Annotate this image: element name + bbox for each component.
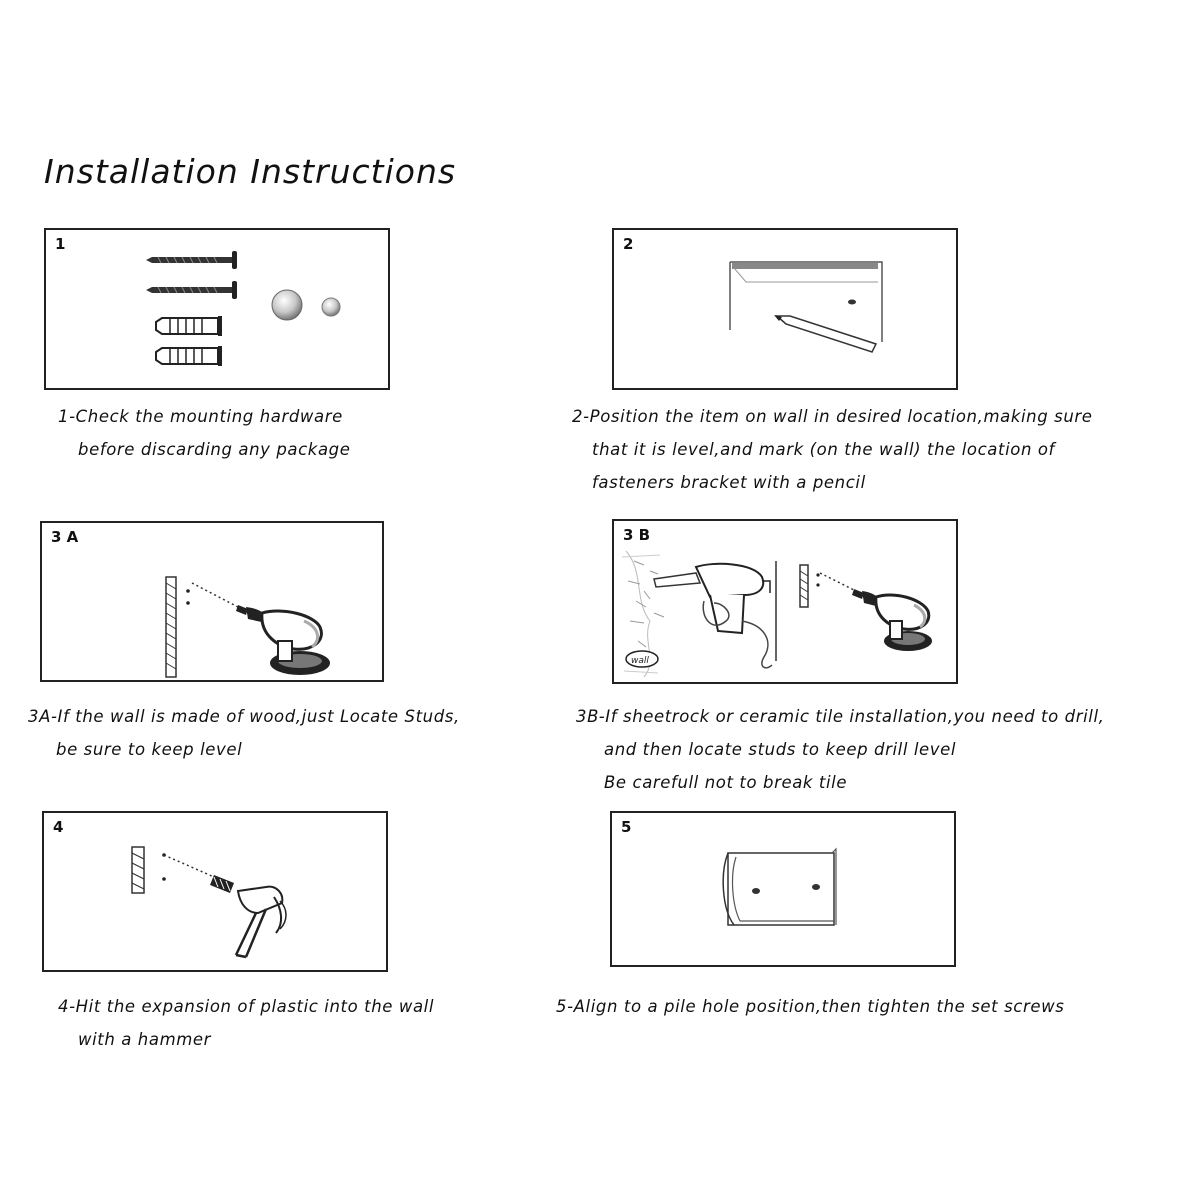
mark-position-illustration: [729, 261, 883, 353]
drill-icon: [819, 572, 932, 651]
screw-cap-icon: [271, 289, 303, 321]
caption-line: 2-Position the item on wall in desired l…: [572, 407, 1093, 426]
caption-line: 3B-If sheetrock or ceramic tile installa…: [576, 707, 1105, 726]
step-4-panel: 4: [42, 811, 388, 972]
caption-line: 4-Hit the expansion of plastic into the …: [58, 997, 435, 1016]
screw-head-icon: [812, 884, 820, 890]
step-2-number: 2: [623, 235, 634, 253]
wood-stud-icon: [131, 846, 145, 894]
wall-anchor-icon: [155, 316, 222, 336]
pencil-icon: [774, 315, 878, 353]
step-4-number: 4: [53, 818, 64, 836]
step-5-number: 5: [621, 818, 632, 836]
hardware-illustration: [146, 251, 341, 366]
screw-icon: [146, 251, 237, 269]
step-3a-number: 3 A: [51, 528, 79, 546]
caption-line: 1-Check the mounting hardware: [58, 407, 343, 426]
drill-wood-illustration: [165, 576, 330, 678]
drill-sheetrock-illustration: wall: [621, 550, 932, 678]
wall-label: wall: [631, 656, 649, 666]
step-3a-caption: 3A-If the wall is made of wood,just Loca…: [28, 700, 460, 766]
washer-icon: [321, 297, 341, 317]
wall-anchor-icon: [155, 346, 222, 366]
sheetrock-wall-icon: wall: [621, 550, 665, 678]
wood-stud-icon: [165, 576, 177, 678]
caption-line: 5-Align to a pile hole position,then tig…: [556, 997, 1065, 1016]
caption-line: before discarding any package: [78, 440, 351, 459]
screw-head-icon: [752, 888, 760, 894]
caption-line: and then locate studs to keep drill leve…: [604, 740, 957, 759]
hand-drill-icon: [653, 562, 773, 669]
caption-line: that it is level,and mark (on the wall) …: [592, 440, 1055, 459]
wood-stud-icon: [799, 564, 809, 608]
step-3b-caption: 3B-If sheetrock or ceramic tile installa…: [576, 700, 1104, 799]
page-title: Installation Instructions: [44, 152, 457, 191]
drill-icon: [191, 582, 330, 675]
caption-line: 3A-If the wall is made of wood,just Loca…: [28, 707, 460, 726]
wall-bracket-icon: [729, 261, 883, 342]
step-5-caption: 5-Align to a pile hole position,then tig…: [556, 990, 1064, 1023]
caption-line: with a hammer: [78, 1030, 212, 1049]
step-3b-panel: 3 B wall: [612, 519, 958, 684]
wall-bracket-icon: [722, 847, 837, 926]
wall-anchor-icon: [210, 875, 234, 893]
step-4-caption: 4-Hit the expansion of plastic into the …: [58, 990, 434, 1056]
step-3b-number: 3 B: [623, 526, 651, 544]
step-1-number: 1: [55, 235, 66, 253]
step-5-panel: 5: [610, 811, 956, 967]
hammer-icon: [234, 885, 287, 959]
hammer-anchor-illustration: [131, 846, 287, 959]
caption-line: fasteners bracket with a pencil: [592, 473, 866, 492]
step-2-caption: 2-Position the item on wall in desired l…: [572, 400, 1093, 499]
step-1-panel: 1: [44, 228, 390, 390]
screw-icon: [146, 281, 237, 299]
step-1-caption: 1-Check the mounting hardware before dis…: [58, 400, 351, 466]
caption-line: Be carefull not to break tile: [604, 773, 848, 792]
mounted-bracket-illustration: [722, 847, 837, 926]
step-3a-panel: 3 A: [40, 521, 384, 682]
caption-line: be sure to keep level: [56, 740, 243, 759]
step-2-panel: 2: [612, 228, 958, 390]
